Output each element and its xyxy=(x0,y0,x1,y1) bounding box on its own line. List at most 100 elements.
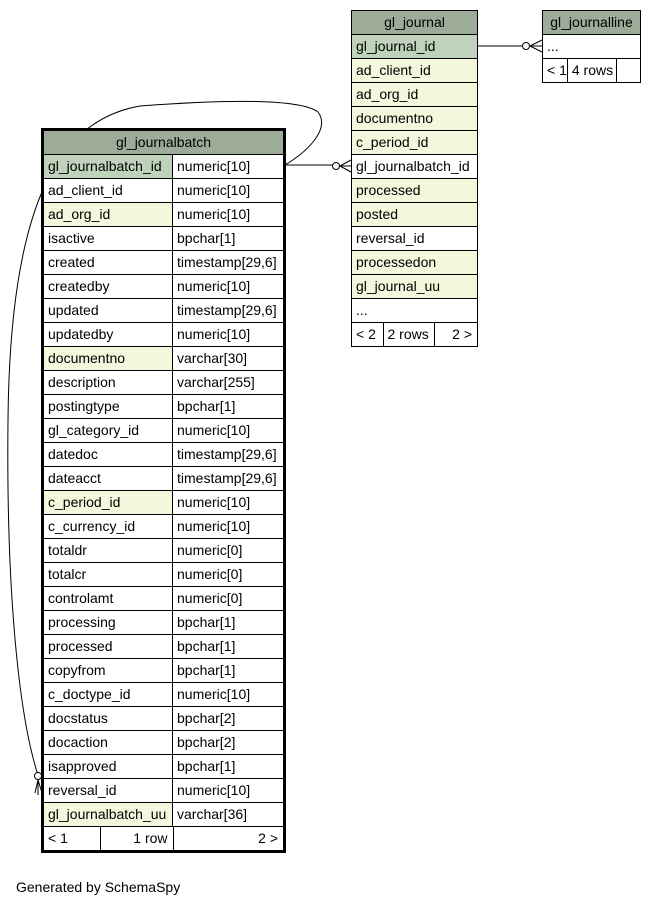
column-type: numeric[10] xyxy=(172,418,285,443)
column-type: numeric[0] xyxy=(172,562,285,587)
column-type: timestamp[29,6] xyxy=(172,250,285,275)
column-row[interactable]: ... xyxy=(542,34,641,59)
column-name: documentno xyxy=(42,346,173,371)
column-name: c_period_id xyxy=(42,490,173,515)
edge-journal-to-line-crowfoot xyxy=(529,39,543,53)
column-row[interactable]: documentno xyxy=(351,106,478,131)
column-row[interactable]: gl_journalbatch_id xyxy=(351,154,478,179)
column-type: numeric[10] xyxy=(172,490,285,515)
column-name: ad_client_id xyxy=(351,58,478,83)
table-gl-journalline: gl_journalline ... < 1 4 rows xyxy=(542,10,641,83)
nav-next[interactable] xyxy=(616,60,639,82)
column-name: created xyxy=(42,250,173,275)
column-type: timestamp[29,6] xyxy=(172,298,285,323)
table-title[interactable]: gl_journalline xyxy=(542,10,641,35)
column-type: numeric[10] xyxy=(172,682,285,707)
column-type: numeric[10] xyxy=(172,154,285,179)
column-row[interactable]: gl_journal_id xyxy=(351,34,478,59)
column-type: numeric[10] xyxy=(172,178,285,203)
column-type: varchar[30] xyxy=(172,346,285,371)
column-row[interactable]: ... xyxy=(351,298,478,323)
column-name: totalcr xyxy=(42,562,173,587)
column-type: numeric[0] xyxy=(172,538,285,563)
column-type: numeric[0] xyxy=(172,586,285,611)
column-name: processed xyxy=(351,178,478,203)
column-type: numeric[10] xyxy=(172,274,285,299)
column-name: reversal_id xyxy=(351,226,478,251)
column-name: dateacct xyxy=(42,466,173,491)
column-type: bpchar[1] xyxy=(172,226,285,251)
column-name: totaldr xyxy=(42,538,173,563)
column-name: datedoc xyxy=(42,442,173,467)
column-name: gl_journal_uu xyxy=(351,274,478,299)
column-name: c_doctype_id xyxy=(42,682,173,707)
column-type: numeric[10] xyxy=(172,322,285,347)
column-name: isactive xyxy=(42,226,173,251)
column-name: processedon xyxy=(351,250,478,275)
table-title[interactable]: gl_journal xyxy=(351,10,478,35)
column-row[interactable]: processedon xyxy=(351,250,478,275)
nav-prev[interactable]: < 2 xyxy=(352,323,384,346)
column-name: description xyxy=(42,370,173,395)
column-name: reversal_id xyxy=(42,778,173,803)
column-type: bpchar[1] xyxy=(172,658,285,683)
column-row[interactable]: c_period_id xyxy=(351,130,478,155)
nav-rows: 2 rows xyxy=(383,323,435,346)
nav-prev[interactable]: < 1 xyxy=(543,59,568,82)
column-type: bpchar[1] xyxy=(172,394,285,419)
column-name: postingtype xyxy=(42,394,173,419)
edge-journal-to-line-zero-marker xyxy=(522,42,530,50)
column-row[interactable]: gl_journal_uu xyxy=(351,274,478,299)
column-name: gl_journalbatch_id xyxy=(42,154,173,179)
column-name: updatedby xyxy=(42,322,173,347)
edge-batch-to-journal-crowfoot xyxy=(339,159,352,173)
column-name: ad_org_id xyxy=(351,82,478,107)
column-row[interactable]: processed xyxy=(351,178,478,203)
column-row[interactable]: reversal_id xyxy=(351,226,478,251)
column-type: varchar[36] xyxy=(172,802,285,827)
column-name: controlamt xyxy=(42,586,173,611)
nav-next[interactable]: 2 > xyxy=(258,830,278,846)
nav-prev[interactable]: < 1 xyxy=(44,827,101,850)
footer-credit[interactable]: Generated by SchemaSpy xyxy=(16,879,181,895)
column-name: docaction xyxy=(42,730,173,755)
column-row[interactable]: ad_client_id xyxy=(351,58,478,83)
column-row[interactable]: posted xyxy=(351,202,478,227)
column-row[interactable]: ad_org_id xyxy=(351,82,478,107)
edge-batch-to-journal-zero-marker xyxy=(332,162,340,170)
column-name: c_currency_id xyxy=(42,514,173,539)
table-title[interactable]: gl_journalbatch xyxy=(42,129,285,155)
nav-next[interactable]: 2 > xyxy=(452,326,472,342)
column-name: gl_journal_id xyxy=(351,34,478,59)
